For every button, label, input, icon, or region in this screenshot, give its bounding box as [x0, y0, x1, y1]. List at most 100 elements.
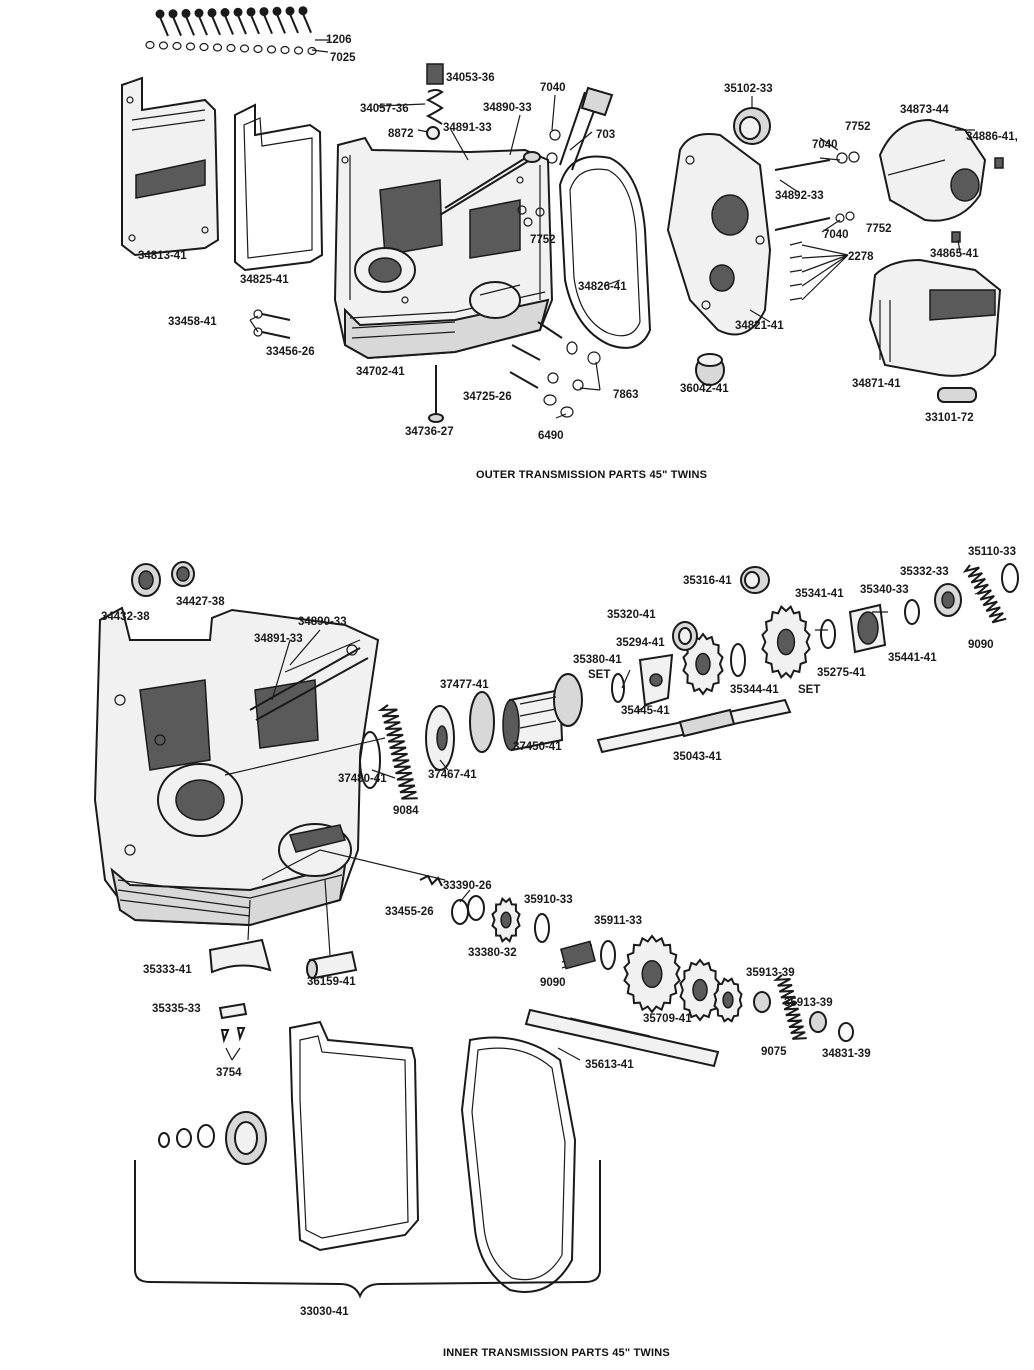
washer-icon — [172, 41, 182, 51]
inner-transmission-case — [93, 606, 380, 927]
part-label: 34890-33 — [298, 616, 347, 628]
shifter-cover-34873 — [878, 118, 987, 222]
spring-33455 — [419, 874, 443, 887]
washer-icon — [280, 45, 290, 55]
gear-35294 — [682, 632, 724, 696]
washer-icon — [253, 44, 263, 54]
shaft-36159 — [306, 950, 358, 980]
part-label: 9090 — [540, 977, 566, 989]
part-label: 7863 — [613, 389, 639, 401]
part-label: 34702-41 — [356, 366, 405, 378]
gear-hub — [722, 991, 734, 1009]
bolt-head-icon — [233, 7, 243, 17]
ring-37480 — [359, 731, 381, 789]
small-nuts-7040-7752 — [517, 129, 561, 227]
spring-9090-upper — [962, 564, 1007, 624]
gear-hub — [695, 652, 711, 676]
spring-9075 — [773, 974, 807, 1040]
ring-35341 — [820, 619, 836, 649]
part-label: 7752 — [845, 121, 871, 133]
bearing-35102 — [733, 107, 771, 145]
part-label: 34432-38 — [101, 611, 150, 623]
part-label: 37467-41 — [428, 769, 477, 781]
gear-hub — [641, 959, 663, 989]
bolt-shank — [211, 15, 221, 36]
part-label: 33458-41 — [168, 316, 217, 328]
gear-35275 — [761, 605, 811, 679]
kick-housing-34871 — [868, 258, 1002, 377]
part-label: 6490 — [538, 430, 564, 442]
gasket-set-33030 — [134, 1020, 601, 1299]
part-label: 35341-41 — [795, 588, 844, 600]
part-label: 703 — [596, 129, 615, 141]
bolt-head-icon — [168, 9, 178, 19]
washer-icon — [239, 44, 250, 53]
part-label: 35913-39 — [746, 967, 795, 979]
bolt-shank — [276, 13, 286, 34]
gear-33380 — [491, 897, 521, 943]
end-cover-34821 — [666, 133, 772, 336]
part-label: 35709-41 — [643, 1013, 692, 1025]
shifter-rods-34890-34891 — [439, 151, 541, 216]
ring-35913-b — [809, 1011, 827, 1033]
part-label: 34891-33 — [254, 633, 303, 645]
spring-9084 — [377, 704, 418, 800]
part-label: 35441-41 — [888, 652, 937, 664]
inner-leader-lines — [224, 591, 981, 1061]
part-label: 36042-41 — [680, 383, 729, 395]
part-label: 34865-41 — [930, 248, 979, 260]
studs-34892-2278 — [774, 151, 860, 301]
side-gasket-34826 — [558, 155, 652, 349]
bearings-34432-34427 — [131, 561, 195, 597]
drain-bolt-34736 — [428, 365, 444, 423]
cluster-gear-35709 — [623, 934, 743, 1023]
bushing-35333 — [208, 938, 272, 974]
part-label: 34725-26 — [463, 391, 512, 403]
part-label: 35613-41 — [585, 1059, 634, 1071]
part-label: 35294-41 — [616, 637, 665, 649]
bolt-head-icon — [194, 8, 204, 18]
part-label: 34053-36 — [446, 72, 495, 84]
ring-35911 — [600, 940, 616, 970]
part-label: 36159-41 — [307, 976, 356, 988]
plate-35335 — [218, 1002, 248, 1020]
bolt-head-icon — [298, 6, 308, 16]
part-label: 35380-41 — [573, 654, 622, 666]
part-label: 35320-41 — [607, 609, 656, 621]
part-label: SET — [798, 684, 820, 696]
bolt-head-icon — [181, 8, 191, 18]
part-label: 33390-26 — [443, 880, 492, 892]
bolt-shank — [289, 13, 299, 34]
part-label: 34826-41 — [578, 281, 627, 293]
bolt-shank — [159, 16, 169, 37]
part-label: 35043-41 — [673, 751, 722, 763]
part-label: 33380-32 — [468, 947, 517, 959]
part-label: 7752 — [530, 234, 556, 246]
cover-gasket-34825 — [234, 103, 324, 272]
pins-33458-33456 — [253, 309, 291, 339]
bearing-35320 — [672, 621, 698, 651]
pivot-bolt-703 — [559, 86, 614, 171]
part-label: 7040 — [540, 82, 566, 94]
washer-icon — [199, 42, 209, 52]
part-label: 34886-41, — [966, 131, 1018, 143]
part-label: 34427-38 — [176, 596, 225, 608]
spring-9090-lower — [560, 940, 596, 970]
part-label: 35275-41 — [817, 667, 866, 679]
bushing-36042 — [695, 353, 725, 386]
part-label: 9090 — [968, 639, 994, 651]
washer-icon — [293, 46, 304, 55]
washer-row-7025 — [145, 40, 317, 56]
outer-leader-lines — [249, 39, 975, 419]
part-label: 37480-41 — [338, 773, 387, 785]
bolt-head-icon — [285, 6, 295, 16]
bolt-shank — [250, 14, 260, 35]
outer-part-labels: 1206 7025 34053-36 34057-36 8872 34891-3… — [138, 34, 1018, 442]
washer-icon — [266, 45, 277, 54]
disc-37477 — [469, 691, 495, 753]
part-label: 37450-41 — [513, 741, 562, 753]
inner-transmission-section: 35110-33 35332-33 35316-41 35340-33 3534… — [93, 546, 1019, 1359]
part-label: 35316-41 — [683, 575, 732, 587]
outer-transmission-section: 1206 7025 34053-36 34057-36 8872 34891-3… — [121, 6, 1018, 481]
bolt-row-1206 — [155, 6, 312, 37]
